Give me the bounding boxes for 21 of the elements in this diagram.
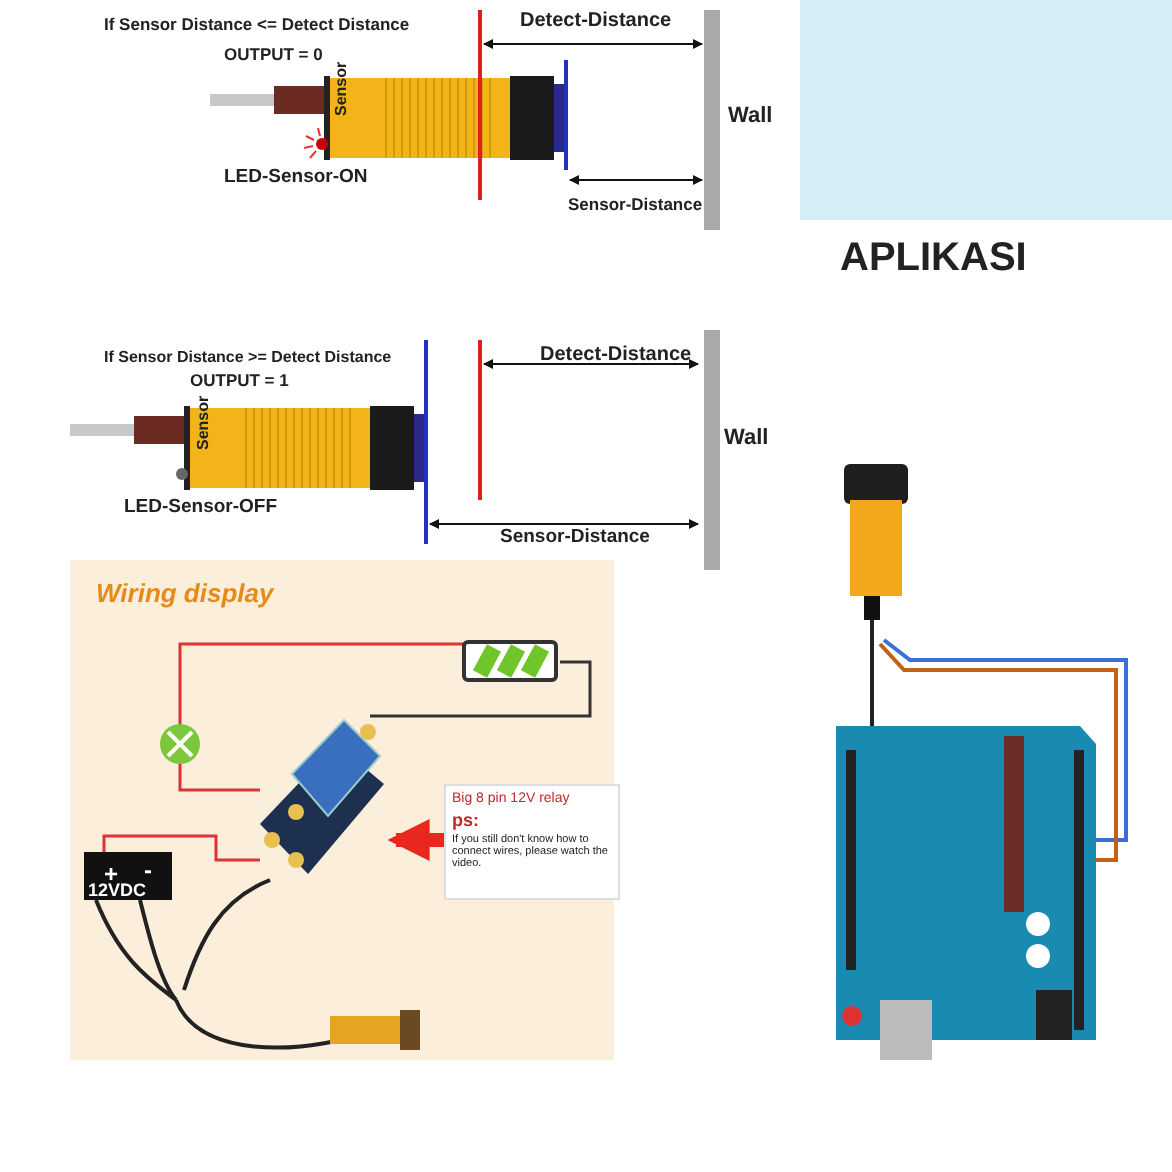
wall-label: Wall	[724, 426, 769, 450]
sensor-marking: Sensor	[332, 61, 350, 116]
arrow	[387, 819, 444, 861]
dimension-label: Sensor-Distance	[568, 194, 703, 214]
dimension-label: Sensor-Distance	[500, 526, 650, 548]
terminal-sign: -	[144, 856, 152, 884]
heading: APLIKASI	[840, 236, 1027, 282]
wall-label: Wall	[728, 104, 773, 128]
note-box	[444, 784, 620, 900]
dimension-label: Detect-Distance	[520, 10, 672, 32]
caption-text: LED-Sensor-OFF	[124, 496, 278, 518]
caption-text: OUTPUT = 0	[224, 44, 323, 64]
caption-text: LED-Sensor-ON	[224, 166, 368, 188]
note-label: ps:	[452, 810, 481, 830]
caption-text: OUTPUT = 1	[190, 370, 289, 390]
panel-title: Wiring display	[96, 578, 274, 608]
caption-text: If Sensor Distance <= Detect Distance	[104, 14, 410, 34]
battery-label: 12VDC	[88, 880, 147, 900]
dimension-label: Detect-Distance	[540, 344, 692, 366]
sensor-marking: Sensor	[194, 395, 212, 450]
caption-text: If Sensor Distance >= Detect Distance	[104, 348, 392, 366]
